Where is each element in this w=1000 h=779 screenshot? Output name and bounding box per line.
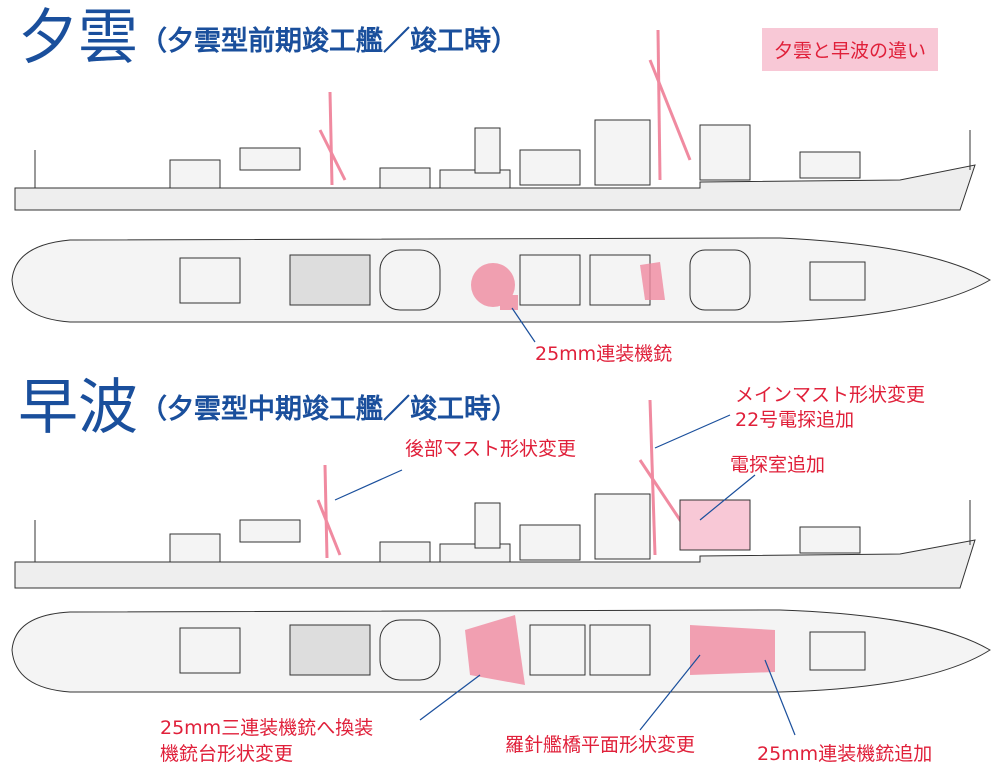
- annotation-bridge: 羅針艦橋平面形状変更: [505, 734, 696, 756]
- ship2-subtitle: （夕雲型中期竣工艦／竣工時）: [140, 394, 518, 425]
- annotation-ship1-aa: 25mm連装機銃: [535, 343, 673, 365]
- annotation-main-mast: メインマスト形状変更: [735, 384, 926, 406]
- leader-line: [511, 307, 536, 343]
- ship1-name: 夕雲: [18, 3, 138, 73]
- legend-badge: 夕雲と早波の違い: [762, 28, 939, 71]
- annotation-triple-aa: 25mm三連装機銃へ換装: [160, 717, 374, 739]
- leader-lines: [334, 414, 796, 736]
- yugumo-masts: [318, 29, 692, 186]
- ship2-name: 早波: [18, 373, 138, 443]
- annotation-twin-aa-add: 25mm連装機銃追加: [757, 743, 933, 765]
- ship1-subtitle: （夕雲型前期竣工艦／竣工時）: [140, 26, 518, 57]
- hayanami-aa-highlight: [465, 615, 775, 685]
- annotation-radar22: 22号電探追加: [735, 409, 855, 431]
- annotation-radar-room: 電探室追加: [730, 454, 826, 476]
- yugumo-aa-highlight: [471, 262, 665, 310]
- hayanami-side-view: [14, 493, 976, 589]
- yugumo-side-view: [14, 119, 976, 211]
- annotation-rear-mast: 後部マスト形状変更: [405, 438, 577, 460]
- hayanami-masts: [316, 399, 692, 559]
- annotation-gun-tub: 機銃台形状変更: [160, 743, 294, 765]
